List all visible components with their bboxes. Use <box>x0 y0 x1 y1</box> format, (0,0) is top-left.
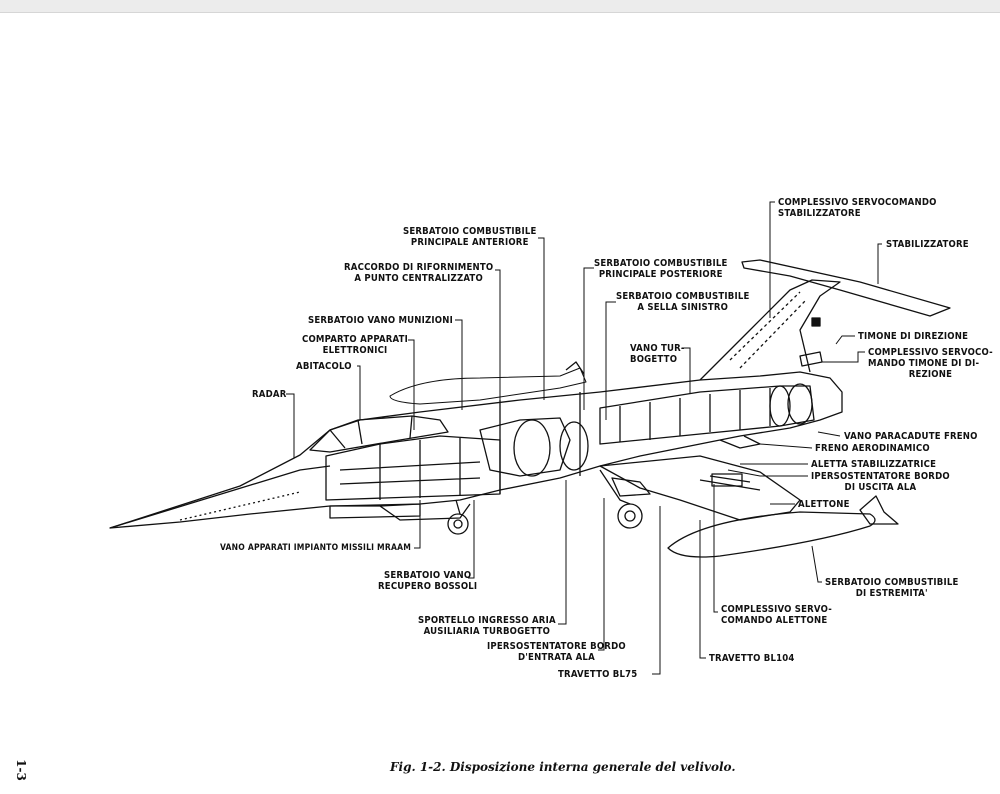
vertical-tail <box>699 279 841 381</box>
label-travetto-bl75: TRAVETTO BL75 <box>558 669 638 680</box>
label-serbatoio-vano-munizioni: SERBATOIO VANO MUNIZIONI <box>308 315 453 326</box>
canopy-outline <box>309 415 449 453</box>
leader-lines <box>286 201 882 675</box>
page-number: 1-3 <box>14 759 28 781</box>
label-vano-missili-mraam: VANO APPARATI IMPIANTO MISSILI MRAAM <box>220 543 412 553</box>
label-vano-paracadute-freno: VANO PARACADUTE FRENO <box>844 431 978 442</box>
label-stabilizzatore: STABILIZZATORE <box>886 239 969 250</box>
label-timone-di-direzione: TIMONE DI DIREZIONE <box>858 331 969 342</box>
right-wing <box>599 455 801 521</box>
label-freno-aerodinamico: FRENO AERODINAMICO <box>815 443 930 454</box>
viewer-top-bar <box>0 0 1000 13</box>
label-abitacolo: ABITACOLO <box>296 361 352 372</box>
horizontal-stabilizer <box>741 259 951 317</box>
figure-caption: Fig. 1-2. Disposizione interna generale … <box>390 760 736 774</box>
tip-tank <box>667 511 876 558</box>
label-servocomando-alettone: COMPLESSIVO SERVO-COMANDO ALETTONE <box>721 604 832 626</box>
label-radar: RADAR <box>252 389 287 400</box>
label-aletta-stabilizzatrice: ALETTA STABILIZZATRICE <box>811 459 937 470</box>
label-alettone: ALETTONE <box>798 499 850 510</box>
label-travetto-bl104: TRAVETTO BL104 <box>709 653 795 664</box>
label-servocomando-timone: COMPLESSIVO SERVOCO-MANDO TIMONE DI DI-R… <box>868 347 993 380</box>
fuselage-outline <box>109 371 843 529</box>
label-vano-turbogetto: VANO TUR-BOGETTO <box>630 343 685 365</box>
